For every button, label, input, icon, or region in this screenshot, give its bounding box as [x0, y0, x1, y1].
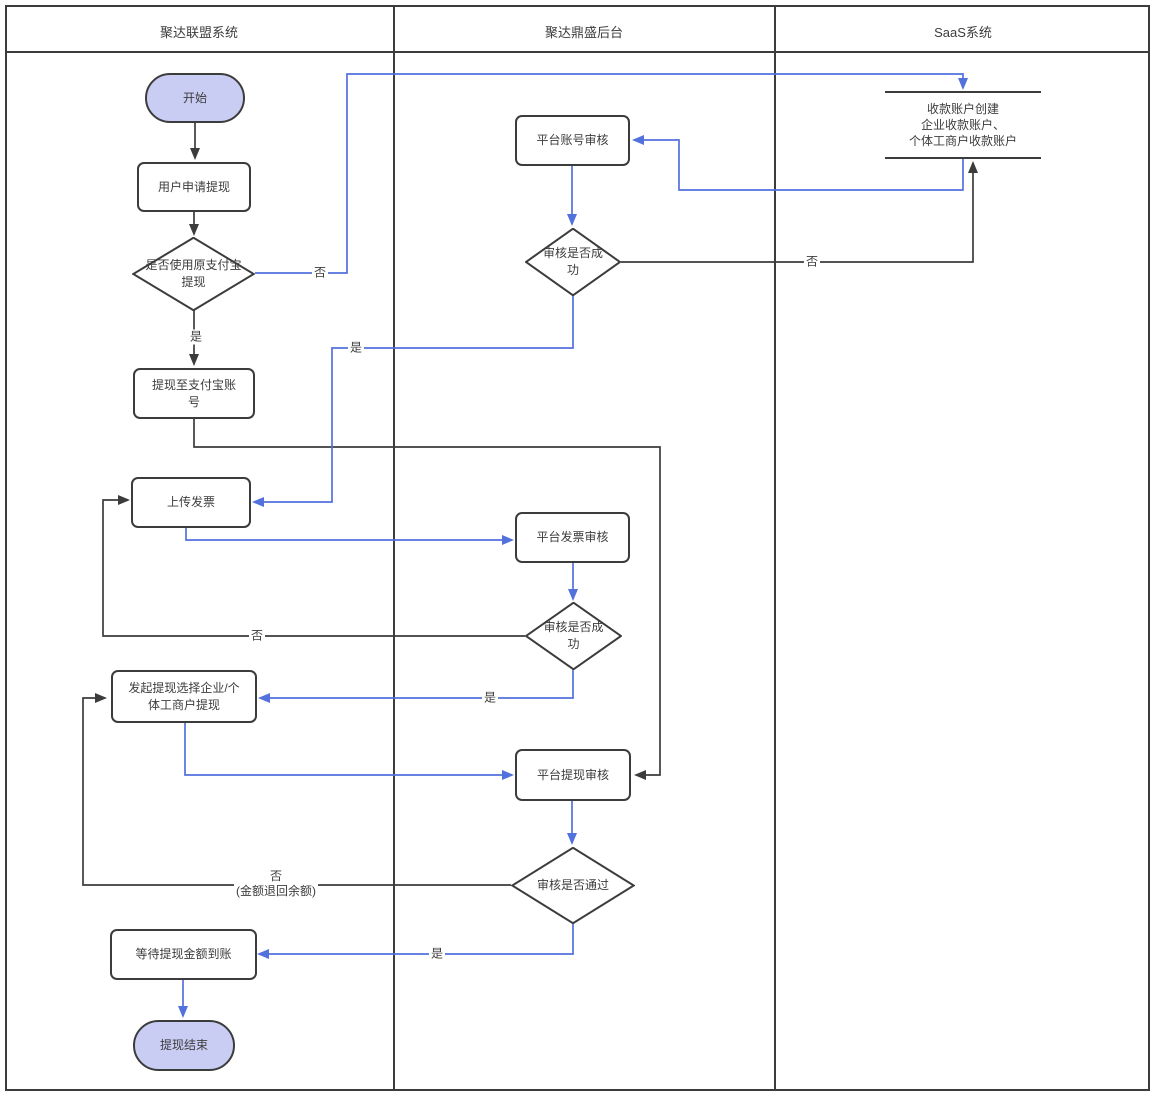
node-label: 等待提现金额到账 — [135, 947, 232, 961]
edge-account-result-yes-to-upload — [252, 296, 574, 507]
node-decision-invoice-review: 审核是否成 功 — [525, 602, 622, 670]
edge-withdraw-result-yes-to-wait — [257, 924, 574, 959]
node-label: 平台账号审核 — [536, 133, 609, 147]
edge-label-withdraw-review-no: 否 (金额退回余额) — [234, 869, 318, 899]
lane-separator-1 — [393, 5, 395, 1091]
lane-header-divider — [5, 51, 1150, 53]
swimlane-border — [5, 5, 1150, 1091]
edge-account-result-no-loop — [621, 161, 978, 263]
diamond-shape — [525, 602, 622, 670]
node-label: 开始 — [182, 90, 207, 105]
edge-label-withdraw-review-yes: 是 — [428, 946, 446, 962]
lane-title-juda-dingsheng: 聚达鼎盛后台 — [544, 25, 624, 40]
edge-alipay-to-withdraw-review — [193, 419, 661, 780]
edge-label-account-review-no: 否 — [803, 254, 821, 270]
lane-title-saas: SaaS系统 — [934, 25, 992, 40]
node-label: 用户申请提现 — [157, 179, 230, 194]
edge-label-use-alipay-no: 否 — [311, 265, 329, 281]
edge-invoice-result-no-loop — [102, 495, 525, 637]
node-label: 上传发票 — [166, 495, 215, 509]
node-initiate-withdraw: 发起提现选择企业/个 体工商户提现 — [111, 670, 257, 723]
edge-initiate-to-withdraw-review — [184, 723, 514, 780]
node-decision-use-original-alipay: 是否使用原支付宝 提现 — [132, 237, 255, 311]
node-platform-withdraw-review: 平台提现审核 — [515, 749, 631, 801]
node-label: 是否使用原支付宝 提现 — [145, 258, 242, 289]
node-wait-for-funds: 等待提现金额到账 — [110, 929, 257, 980]
edge-label-invoice-review-no: 否 — [248, 628, 266, 644]
node-label: 审核是否通过 — [536, 878, 609, 892]
edge-label-account-review-yes: 是 — [347, 340, 365, 356]
node-label: 提现至支付宝账 号 — [151, 377, 236, 409]
diamond-shape — [511, 847, 635, 924]
node-decision-account-review: 审核是否成 功 — [525, 228, 621, 296]
node-label: 审核是否成 功 — [542, 246, 603, 277]
node-label: 收款账户创建 企业收款账户、 个体工商户收款账户 — [908, 102, 1017, 148]
node-platform-account-review: 平台账号审核 — [515, 115, 630, 166]
diamond-shape — [132, 237, 255, 311]
node-label: 审核是否成 功 — [543, 620, 604, 651]
edge-invoice-result-yes-to-initiate — [258, 670, 574, 703]
node-label: 平台提现审核 — [536, 767, 609, 782]
edge-create-account-to-account-review — [632, 135, 964, 191]
node-withdraw-to-alipay: 提现至支付宝账 号 — [133, 368, 255, 419]
node-apply-withdraw: 用户申请提现 — [137, 162, 251, 212]
edge-label-use-alipay-yes: 是 — [187, 329, 205, 345]
node-upload-invoice: 上传发票 — [131, 477, 251, 528]
node-label: 提现结束 — [159, 1038, 208, 1052]
edge-upload-to-invoice-review — [185, 528, 514, 545]
node-decision-withdraw-review: 审核是否通过 — [511, 847, 635, 924]
edge-label-invoice-review-yes: 是 — [481, 690, 499, 706]
edge-withdraw-result-no-loop — [82, 693, 511, 886]
lane-separator-2 — [774, 5, 776, 1091]
node-end: 提现结束 — [133, 1020, 235, 1071]
lane-title-juda-alliance: 聚达联盟系统 — [159, 25, 239, 40]
node-label: 发起提现选择企业/个 体工商户提现 — [128, 680, 240, 712]
diamond-shape — [525, 228, 621, 296]
node-create-receiving-account: 收款账户创建 企业收款账户、 个体工商户收款账户 — [885, 91, 1041, 159]
node-platform-invoice-review: 平台发票审核 — [515, 512, 630, 563]
node-label: 平台发票审核 — [536, 530, 609, 544]
node-start: 开始 — [145, 73, 245, 123]
